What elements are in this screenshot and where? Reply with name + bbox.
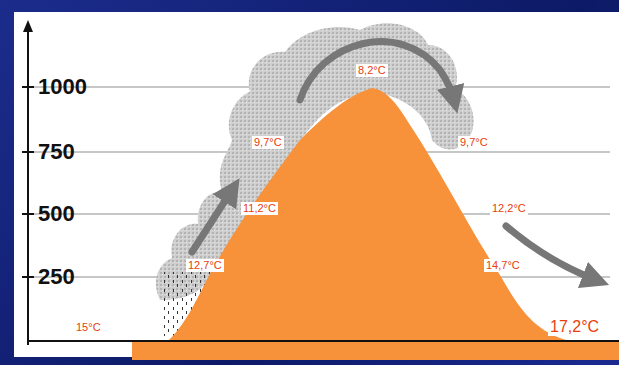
- temperature-label: 12,7°C: [186, 259, 224, 272]
- temperature-label: 12,2°C: [490, 202, 528, 215]
- temperature-label: 11,2°C: [241, 202, 278, 215]
- axis-arrow: [23, 20, 33, 32]
- baseline: [28, 340, 619, 342]
- temperature-label: 9,7°C: [252, 136, 284, 149]
- temperature-label: 15°C: [74, 321, 103, 334]
- mountain: [168, 88, 570, 341]
- ground: [132, 341, 619, 360]
- altitude-label: 1000: [38, 76, 87, 98]
- temperature-label: 9,7°C: [458, 136, 490, 149]
- altitude-label: 500: [38, 203, 75, 225]
- temperature-label: 17,2°C: [548, 318, 601, 336]
- temperature-label: 14,7°C: [484, 259, 522, 272]
- axis: [22, 26, 34, 345]
- altitude-label: 750: [38, 141, 75, 163]
- altitude-label: 250: [38, 266, 75, 288]
- airflow-arrows: [192, 42, 596, 280]
- temperature-label: 8,2°C: [356, 64, 388, 77]
